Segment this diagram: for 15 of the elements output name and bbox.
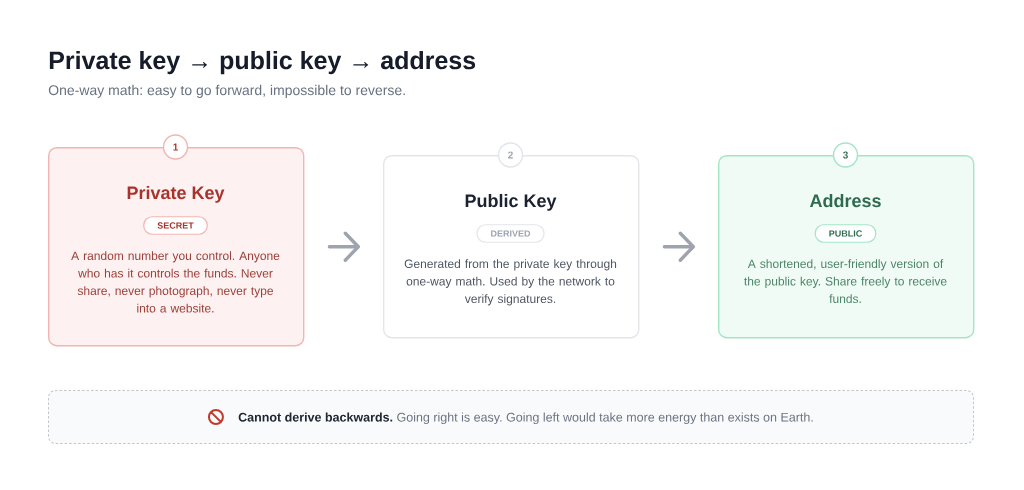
card-description: A shortened, user-friendly version of the public key. Share freely to receive funds.: [744, 259, 947, 303]
step-number: 1: [162, 134, 189, 160]
tag-pill: SECRET: [143, 216, 208, 235]
subtitle: One-way math: easy to go forward, impossible to reverse.: [48, 84, 405, 98]
card-title: Public Key: [465, 193, 557, 211]
tag-pill: DERIVED: [476, 224, 545, 243]
card-title: Address: [809, 193, 881, 208]
step-number: 2: [497, 142, 524, 168]
card-title: Private Key: [127, 185, 225, 203]
tag-pill: PUBLIC: [814, 224, 877, 243]
card-description: A random number you control. Anyone who has it controls the funds. Never share, never photograph, never type into a website.: [71, 251, 280, 313]
title: Private key → public key → address: [49, 50, 476, 75]
card-description: Generated from the private key through one-way math. Used by the network to verify signatures.: [404, 259, 617, 306]
step-number: 3: [832, 142, 859, 168]
note-text: Cannot derive backwards. Going right is easy. Going left would take more energy than exists on Earth.: [238, 412, 813, 425]
